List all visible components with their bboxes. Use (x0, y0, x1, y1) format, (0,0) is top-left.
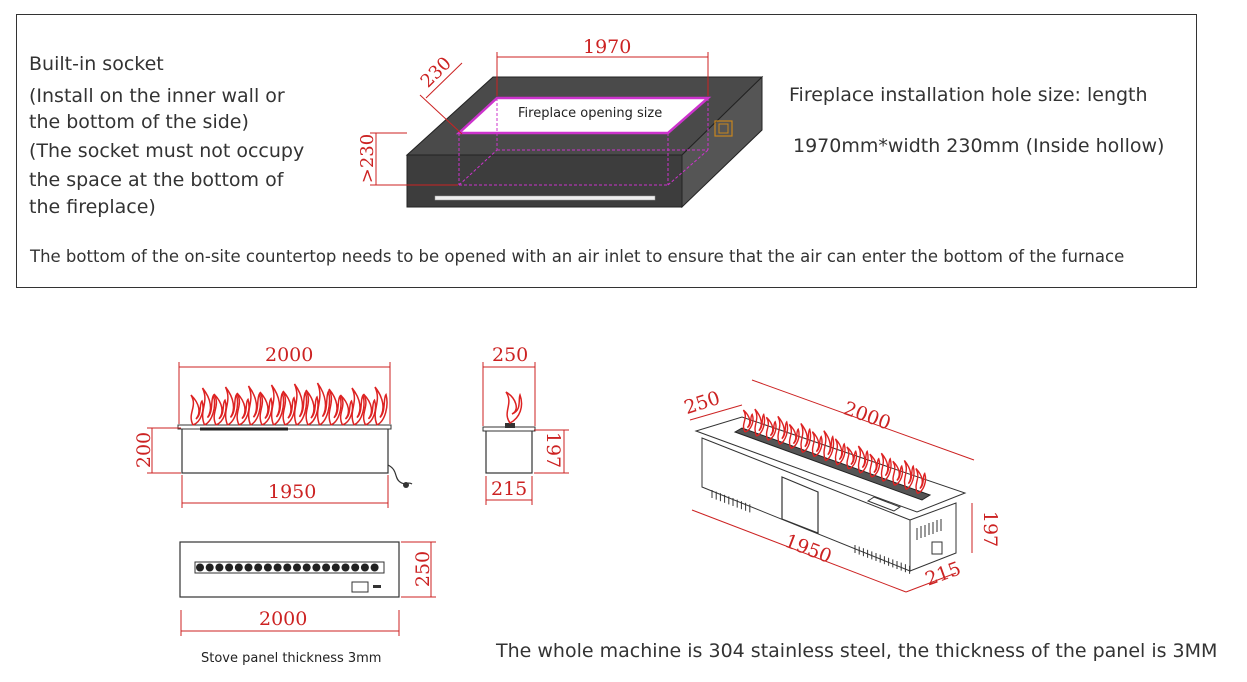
side-depth-215: 215 (491, 478, 528, 500)
flame-shape (351, 387, 365, 426)
flame-shape (316, 382, 331, 426)
air-inlet-note: The bottom of the on-site countertop nee… (30, 247, 1125, 266)
burner-hole (322, 563, 331, 572)
flame-shape (880, 452, 892, 482)
top-width-2000: 2000 (259, 608, 308, 630)
burner-hole (196, 563, 204, 572)
flame-shape (765, 416, 777, 441)
flame-shape (846, 446, 858, 470)
flame-shape (823, 430, 835, 462)
burner-hole (312, 563, 321, 572)
vent-slots (711, 490, 911, 574)
side-flame (505, 391, 523, 424)
flame-shape (224, 386, 239, 426)
burner-hole (244, 563, 253, 572)
opening-size-label: Fireplace opening size (518, 106, 663, 121)
burner-hole (205, 563, 214, 572)
side-depth-250: 250 (492, 344, 529, 366)
iso-height-197: 197 (979, 510, 1002, 548)
socket-note-3: (The socket must not occupy (29, 140, 305, 162)
socket-note-2: the bottom of the side) (29, 111, 249, 133)
burner-hole (293, 563, 301, 572)
flame-shape (293, 383, 308, 426)
burner-hole (234, 563, 243, 572)
front-flames (190, 382, 388, 426)
material-note: The whole machine is 304 stainless steel… (496, 640, 1218, 662)
flame-shape (247, 385, 262, 426)
front-width-1950: 1950 (268, 481, 317, 503)
flame-shape (834, 438, 846, 466)
burner-holes (196, 563, 379, 572)
socket-note-5: the fireplace) (29, 196, 156, 218)
burner-hole (225, 563, 234, 572)
flame-shape (201, 387, 216, 426)
flame-shape (800, 423, 812, 454)
flame-shape (869, 453, 881, 478)
iso-flames (742, 408, 927, 495)
panel-thickness-caption: Stove panel thickness 3mm (201, 651, 382, 666)
burner-hole (263, 563, 272, 572)
burner-hole (302, 563, 311, 572)
burner-hole (341, 563, 350, 572)
flame-shape (328, 388, 342, 426)
flame-shape (788, 423, 800, 450)
socket-title: Built-in socket (29, 53, 164, 75)
burner-hole (370, 563, 379, 572)
flame-shape (270, 384, 285, 426)
flame-shape (915, 468, 927, 495)
flame-shape (777, 415, 789, 445)
burner-hole (254, 563, 263, 572)
flame-shape (892, 460, 904, 486)
flame-shape (811, 431, 823, 458)
flame-shape (742, 409, 754, 433)
hole-size-line-1: Fireplace installation hole size: length (789, 84, 1148, 106)
flame-shape (374, 386, 388, 426)
dim-length-1970: 1970 (583, 36, 632, 58)
burner-hole (360, 563, 369, 572)
flame-shape (903, 459, 915, 491)
burner-hole (273, 563, 282, 572)
burner-hole (331, 563, 340, 572)
flame-shape (754, 408, 766, 437)
flame-shape (857, 445, 869, 474)
burner-hole (351, 563, 360, 572)
hole-size-line-2: 1970mm*width 230mm (Inside hollow) (793, 135, 1165, 157)
burner-hole (283, 563, 292, 572)
installation-panel (16, 14, 1197, 288)
socket-note-1: (Install on the inner wall or (29, 85, 285, 107)
front-width-2000: 2000 (265, 344, 314, 366)
socket-note-4: the space at the bottom of (29, 169, 284, 191)
burner-hole (215, 563, 224, 572)
